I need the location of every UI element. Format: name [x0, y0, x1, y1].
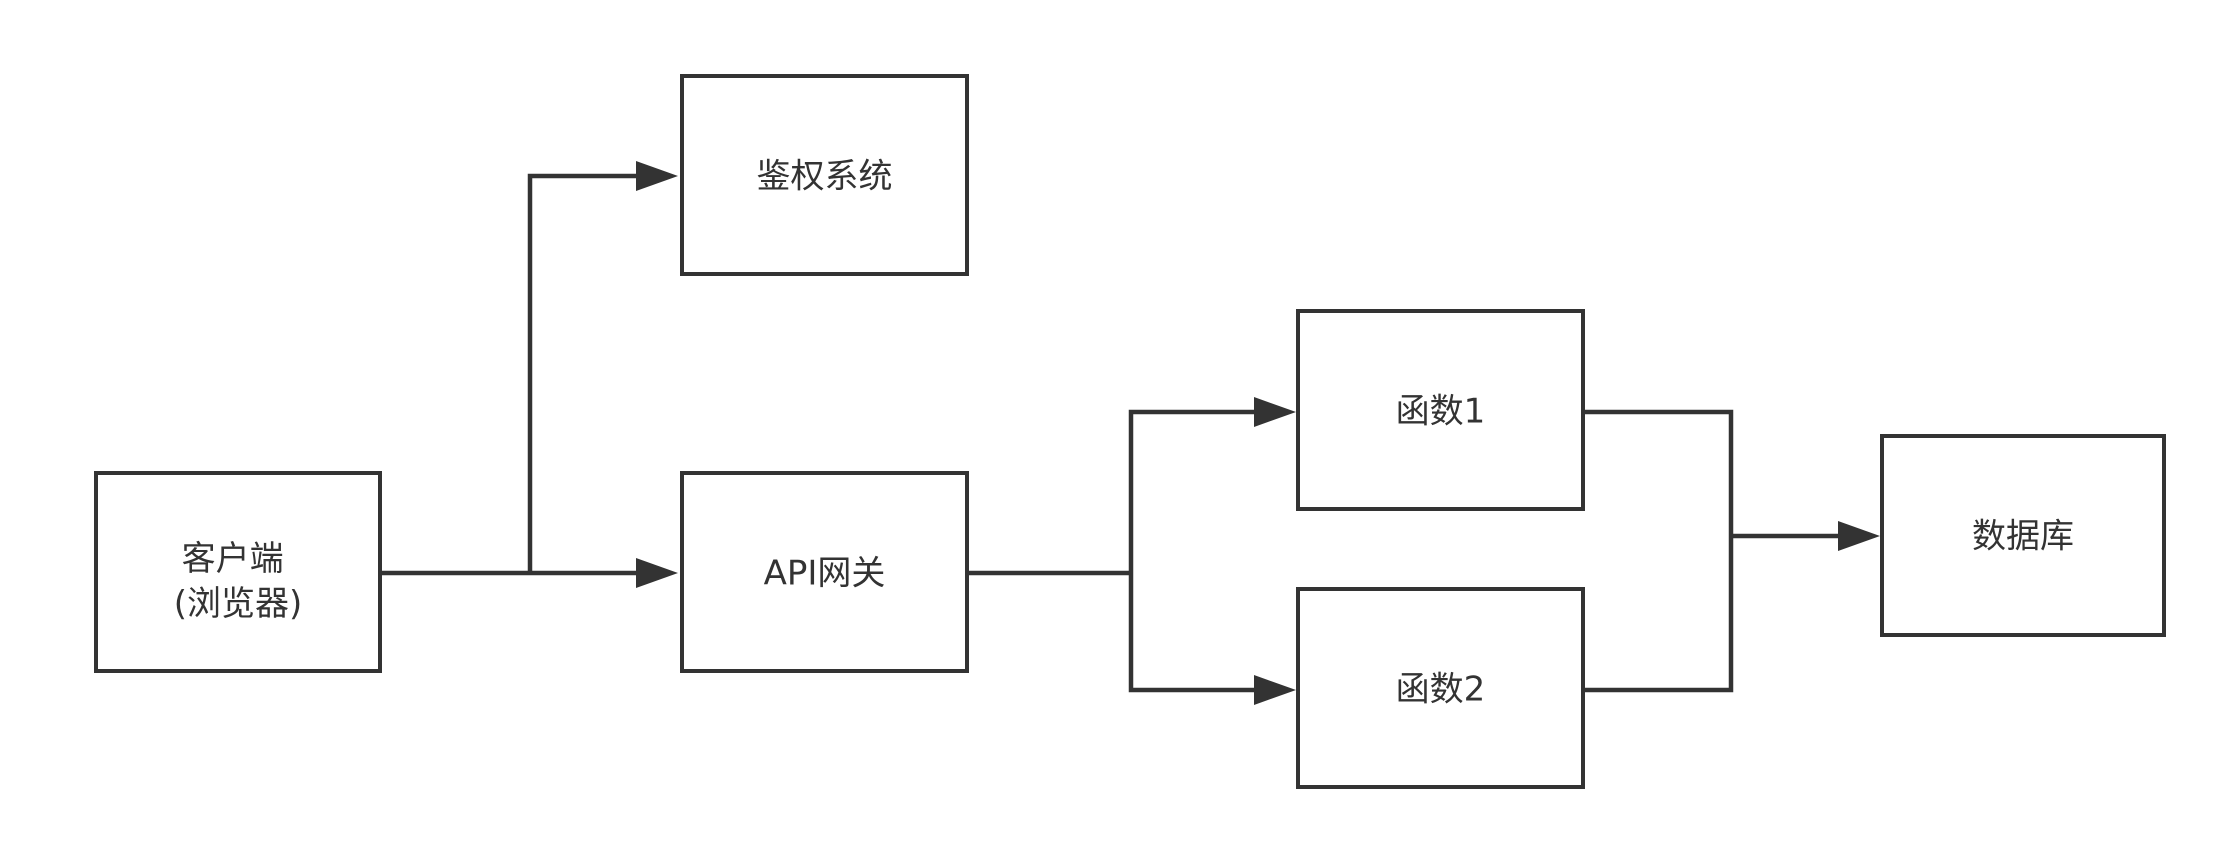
node-client-box [94, 471, 382, 673]
node-func1-label: 函数1 [1396, 392, 1486, 432]
node-func2: 函数2 [1296, 587, 1585, 789]
edge-client-to-auth [527, 173, 648, 573]
node-client-line-1: 客户端 [182, 539, 284, 579]
edge-split-to-func1 [1128, 409, 1266, 573]
node-func2-box [1296, 587, 1585, 789]
node-client-line-2: (浏览器) [174, 584, 303, 624]
node-gateway-label: API网关 [764, 554, 886, 594]
edge-func1-to-merge [1583, 409, 1734, 693]
arrowhead-func1 [1254, 397, 1296, 427]
node-func2-label: 函数2 [1396, 670, 1486, 710]
arrowhead-database [1838, 521, 1880, 551]
node-database-box [1880, 434, 2166, 637]
node-client: 客户端 (浏览器) [94, 471, 382, 673]
node-gateway: API网关 [680, 471, 969, 673]
edge-split-to-func2 [1128, 573, 1266, 693]
arrowhead-auth [636, 161, 678, 191]
node-auth: 鉴权系统 [680, 74, 969, 276]
node-func1-box [1296, 309, 1585, 511]
node-gateway-box [680, 471, 969, 673]
node-func1: 函数1 [1296, 309, 1585, 511]
node-client-label: 客户端 (浏览器) [174, 539, 303, 624]
arrowhead-func2 [1254, 675, 1296, 705]
node-database-label: 数据库 [1972, 517, 2074, 557]
edges [380, 161, 1880, 705]
node-auth-box [680, 74, 969, 276]
node-auth-label: 鉴权系统 [757, 157, 893, 197]
arrowhead-gateway [636, 558, 678, 588]
node-database: 数据库 [1880, 434, 2166, 637]
